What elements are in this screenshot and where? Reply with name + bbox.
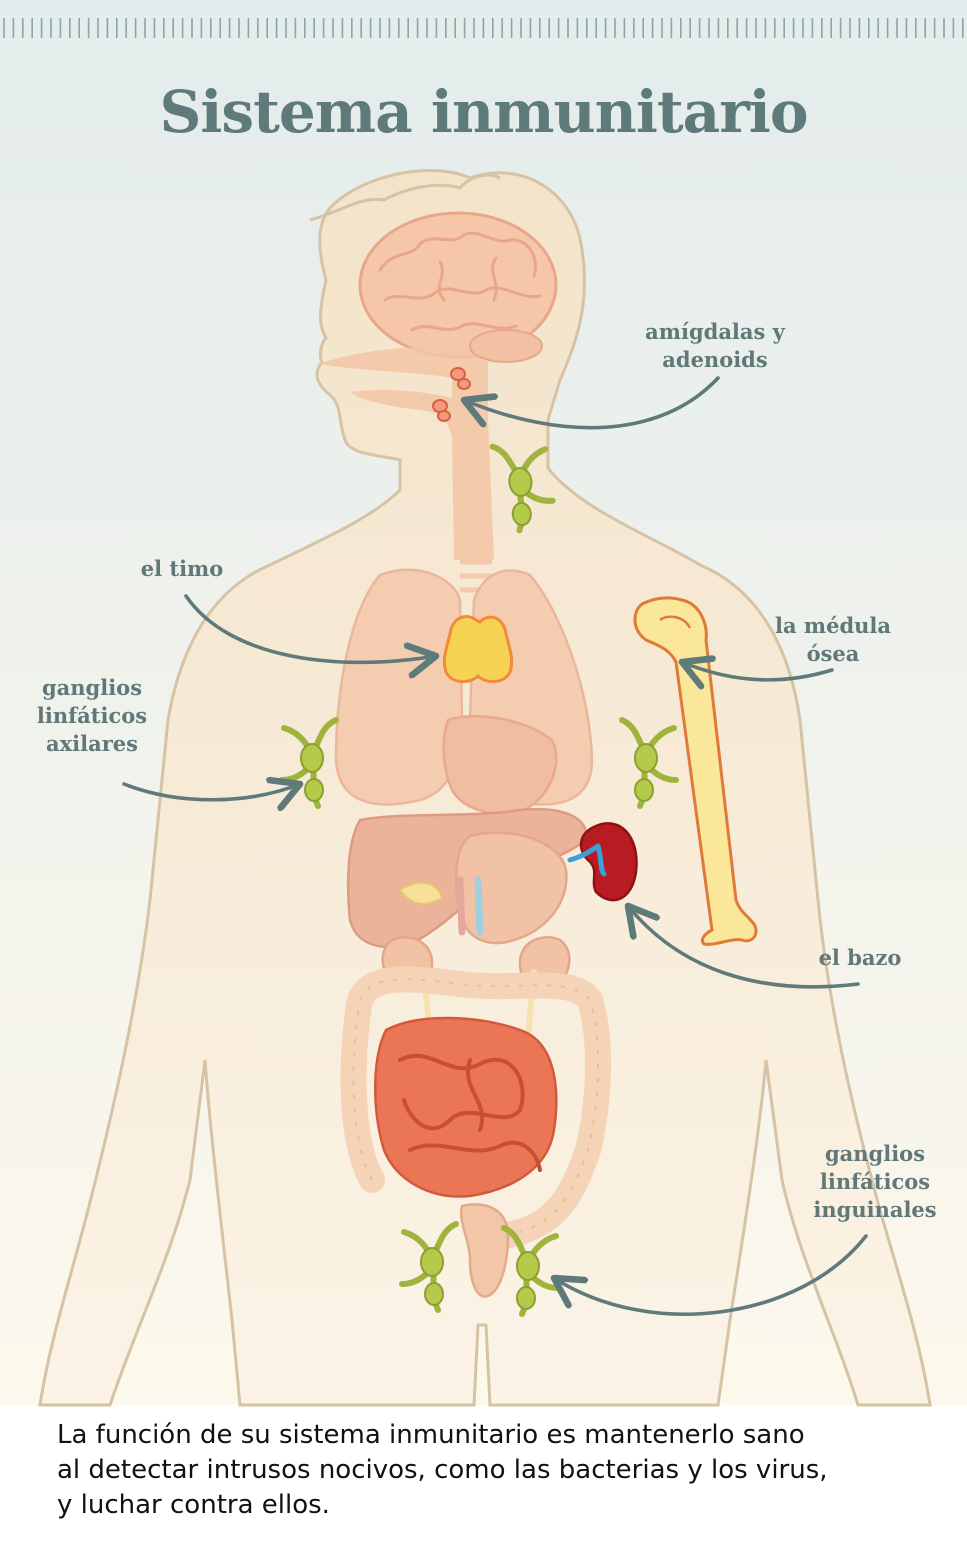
brain-graphic: [358, 211, 558, 363]
nasal-passage: [318, 347, 494, 560]
arrows: [122, 376, 868, 1316]
caption-line: al detectar intrusos nocivos, como las b…: [57, 1455, 828, 1485]
top-ruler: [3, 18, 964, 38]
tonsils-graphic: [432, 367, 471, 422]
label-axillary-nodes: ganglios linfáticos axilares: [36, 675, 148, 756]
spleen-graphic: [567, 822, 638, 902]
caption: La función de su sistema inmunitario es …: [57, 1418, 937, 1523]
thymus-graphic: [442, 615, 514, 683]
caption-background: [0, 1405, 967, 1547]
arrow-spleen: [628, 906, 860, 989]
caption-line: La función de su sistema inmunitario es …: [57, 1420, 805, 1450]
arrow-thymus: [184, 594, 436, 662]
caption-line: y luchar contra ellos.: [57, 1490, 330, 1520]
label-tonsils: amígdalas y adenoids: [645, 319, 785, 372]
bone-marrow-graphic: [633, 596, 758, 946]
arrow-bone-marrow: [682, 662, 834, 680]
blood-vessels: [456, 876, 484, 936]
heart: [442, 715, 558, 815]
gallbladder: [398, 881, 444, 905]
small-intestine: [374, 1016, 558, 1198]
label-inguinal-nodes: ganglios linfáticos inguinales: [813, 1141, 937, 1222]
arrow-tonsils: [464, 376, 720, 430]
rectum: [459, 1203, 510, 1298]
hair: [309, 173, 501, 222]
label-bone-marrow: la médula ósea: [774, 613, 891, 666]
page-title: Sistema inmunitario: [159, 78, 809, 146]
arrow-axillary-nodes: [122, 784, 300, 800]
label-thymus: el timo: [140, 556, 224, 581]
arrow-inguinal-nodes: [554, 1234, 868, 1316]
label-spleen: el bazo: [818, 945, 902, 970]
